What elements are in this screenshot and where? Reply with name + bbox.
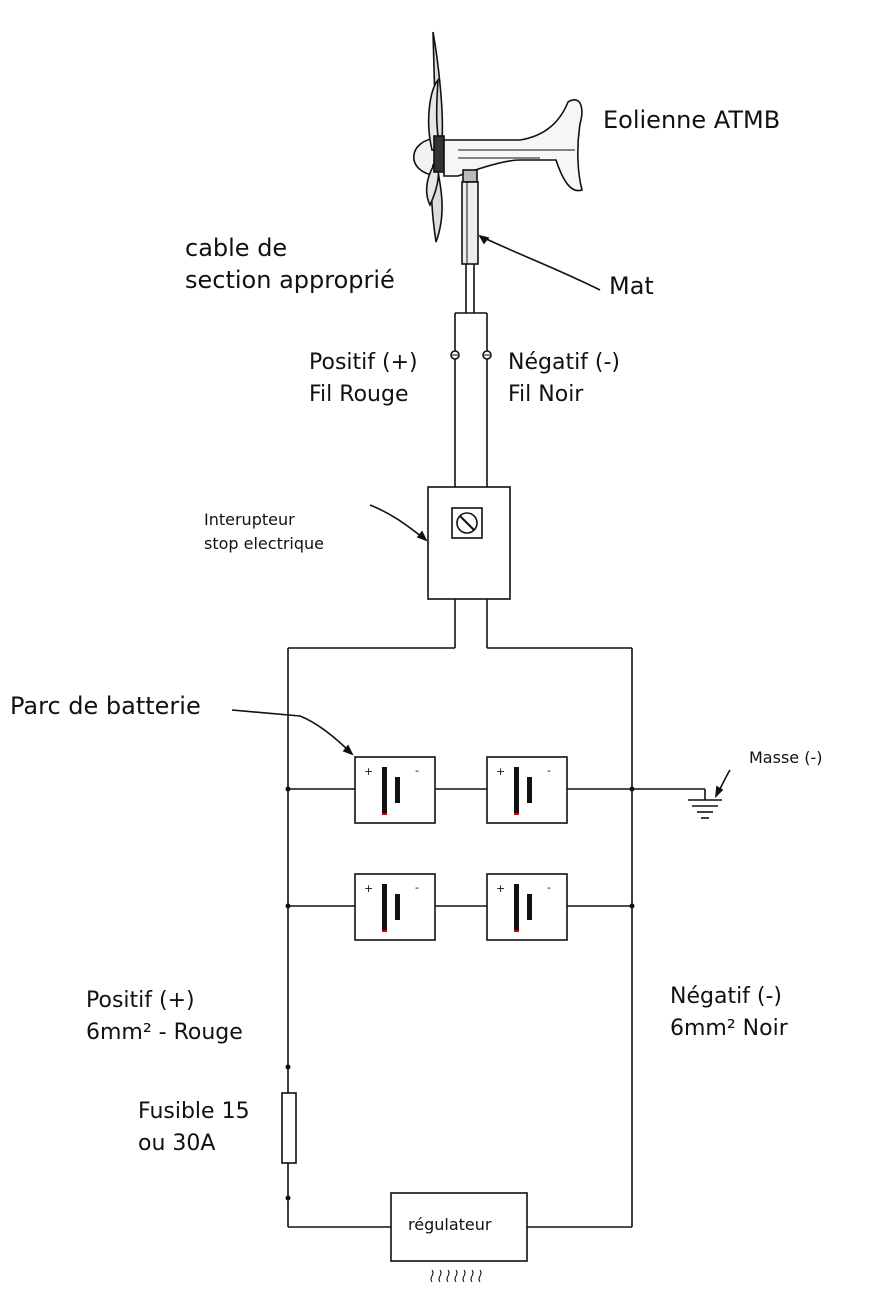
- mast-collar: [462, 169, 478, 183]
- turbine-hub: [433, 135, 445, 173]
- positive-top-label-line1: Positif (+): [309, 350, 418, 375]
- regulator-heat-icon: [430, 1269, 482, 1283]
- battery-1-icon: +-: [354, 756, 436, 824]
- switch-leader-line: [369, 504, 427, 541]
- battery-minus-label: -: [415, 764, 419, 777]
- positive-bottom-label-line2: 6mm² - Rouge: [86, 1020, 243, 1045]
- cable-label-line2: section approprié: [185, 266, 395, 294]
- negative-top-label-line2: Fil Noir: [508, 382, 584, 407]
- mast-label: Mat: [609, 272, 654, 300]
- turbine-nacelle: [443, 99, 583, 192]
- positive-bottom-label-line1: Positif (+): [86, 988, 195, 1013]
- ground-icon: [688, 789, 722, 819]
- regulator-label: régulateur: [408, 1215, 492, 1234]
- stop-switch-box: [427, 486, 511, 600]
- mast-leader-line: [479, 235, 601, 291]
- battery-plus-label: +: [496, 765, 505, 778]
- battery-4-icon: +-: [486, 873, 568, 941]
- upper-cable-pair: [450, 312, 492, 487]
- switch-label-line1: Interupteur: [204, 510, 295, 529]
- battery-plus-label: +: [364, 882, 373, 895]
- positive-top-label-line2: Fil Rouge: [309, 382, 409, 407]
- regulator-box: [390, 1192, 528, 1262]
- fuse-icon: [281, 1092, 297, 1164]
- battery-leader-line: [231, 709, 353, 755]
- battery-2-icon: +-: [486, 756, 568, 824]
- battery-minus-label: -: [547, 881, 551, 894]
- battery-bank-label: Parc de batterie: [10, 692, 201, 720]
- negative-top-label-line1: Négatif (-): [508, 350, 621, 375]
- fuse-label-line2: ou 30A: [138, 1131, 216, 1156]
- battery-minus-label: -: [415, 881, 419, 894]
- main-circuit: [281, 599, 705, 1228]
- mast: [461, 181, 479, 265]
- negative-bottom-label-line1: Négatif (-): [670, 984, 783, 1009]
- ground-label: Masse (-): [749, 748, 823, 767]
- switch-label-line2: stop electrique: [204, 534, 325, 553]
- battery-minus-label: -: [547, 764, 551, 777]
- negative-bottom-label-line2: 6mm² Noir: [670, 1016, 788, 1041]
- fuse-label-line1: Fusible 15: [138, 1099, 250, 1124]
- battery-3-icon: +-: [354, 873, 436, 941]
- cable-label-line1: cable de: [185, 234, 288, 262]
- battery-plus-label: +: [364, 765, 373, 778]
- wind-turbine-icon: [412, 31, 583, 313]
- battery-bank: +-+-+-+-: [354, 756, 568, 941]
- turbine-label: Eolienne ATMB: [603, 106, 781, 134]
- battery-plus-label: +: [496, 882, 505, 895]
